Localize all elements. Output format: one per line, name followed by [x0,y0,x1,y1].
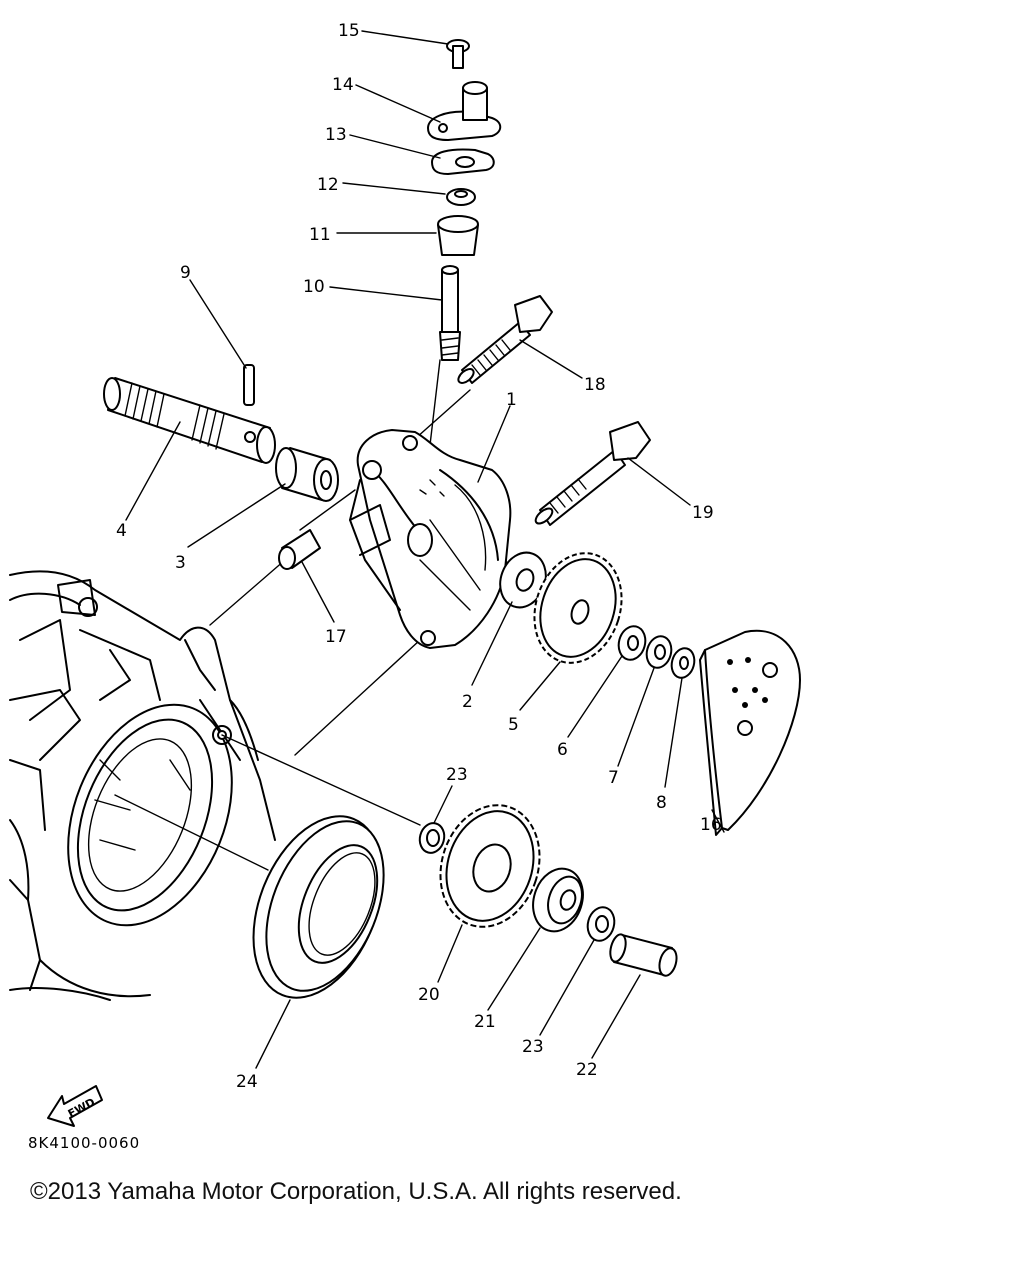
callout-9: 9 [180,263,191,283]
part-16-plate [699,629,801,836]
alignment-lines [114,359,556,871]
part-23-washer-lower [586,906,616,942]
callout-3: 3 [175,553,186,573]
callout-labels: 15 14 13 12 11 10 9 18 1 4 3 19 17 2 5 6… [116,21,722,1092]
part-18-bolt [457,295,553,384]
part-15-screw [446,39,470,69]
callout-16: 16 [700,815,722,835]
diagram-code: 8K4100-0060 [28,1134,141,1152]
part-6-washer [617,625,647,661]
exploded-parts-diagram: 15 14 13 12 11 10 9 18 1 4 3 19 17 2 5 6… [9,21,801,1127]
part-1-cover [349,429,512,649]
part-10-driven-gear [439,265,461,361]
callout-10: 10 [303,277,325,297]
callout-15: 15 [338,21,360,41]
callout-13: 13 [325,125,347,145]
callout-23-upper: 23 [446,765,468,785]
callout-23-lower: 23 [522,1037,544,1057]
part-19-bolt [534,421,651,526]
callout-20: 20 [418,985,440,1005]
part-8-nut [670,647,696,679]
callout-11: 11 [309,225,331,245]
part-14-housing [427,81,502,141]
forward-arrow-icon: FWD [47,1085,103,1127]
part-23-ring-upper [418,822,446,854]
part-2-washer [499,551,547,609]
callout-2: 2 [462,692,473,712]
callout-8: 8 [656,793,667,813]
copyright-text: ©2013 Yamaha Motor Corporation, U.S.A. A… [30,1178,682,1205]
callout-17: 17 [325,627,347,647]
part-9-pin [243,364,255,406]
crankcase [9,570,276,1001]
callout-14: 14 [332,75,354,95]
part-4-shaft [103,377,276,464]
part-17-dowel [278,529,321,570]
callout-18: 18 [584,375,606,395]
callout-19: 19 [692,503,714,523]
part-3-collar [275,447,339,502]
callout-21: 21 [474,1012,496,1032]
callout-6: 6 [557,740,568,760]
part-7-washer [645,635,673,669]
part-22-sleeve [609,933,678,977]
callout-4: 4 [116,521,127,541]
part-5-gear [533,552,623,664]
callout-12: 12 [317,175,339,195]
part-11-bushing [437,215,479,256]
part-20-gear [439,804,541,928]
callout-1: 1 [506,390,517,410]
part-21-bearing [532,867,584,933]
leader-lines [125,30,725,1069]
callout-24: 24 [236,1072,258,1092]
callout-5: 5 [508,715,519,735]
part-24-seal [252,815,385,999]
part-13-gasket [431,148,495,175]
callout-7: 7 [608,768,619,788]
part-12-seal [446,188,476,206]
callout-22: 22 [576,1060,598,1080]
